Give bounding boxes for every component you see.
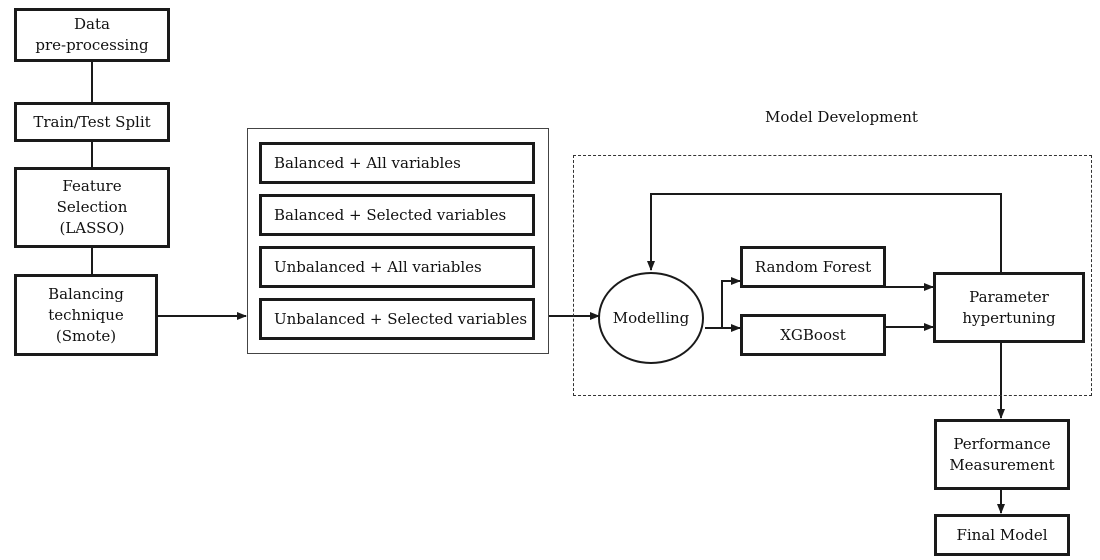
dataset-balanced-selected: Balanced + Selected variables <box>259 194 535 236</box>
modelling-node: Modelling <box>598 272 704 364</box>
feature-selection-box: Feature Selection (LASSO) <box>14 167 170 248</box>
performance-measurement-box: Performance Measurement <box>934 419 1070 490</box>
random-forest-box: Random Forest <box>740 246 886 288</box>
xgboost-box: XGBoost <box>740 314 886 356</box>
balancing-box: Balancing technique (Smote) <box>14 274 158 356</box>
preprocessing-box: Data pre-processing <box>14 8 170 62</box>
model-development-frame <box>573 155 1092 396</box>
final-model-box: Final Model <box>934 514 1070 556</box>
dataset-unbalanced-selected: Unbalanced + Selected variables <box>259 298 535 340</box>
dataset-variants-frame <box>247 128 549 354</box>
parameter-hypertuning-box: Parameter hypertuning <box>933 272 1085 343</box>
model-development-title: Model Development <box>765 108 918 126</box>
dataset-balanced-all: Balanced + All variables <box>259 142 535 184</box>
train-test-split-box: Train/Test Split <box>14 102 170 142</box>
arrow-feedback-loop <box>647 193 1002 272</box>
dataset-unbalanced-all: Unbalanced + All variables <box>259 246 535 288</box>
